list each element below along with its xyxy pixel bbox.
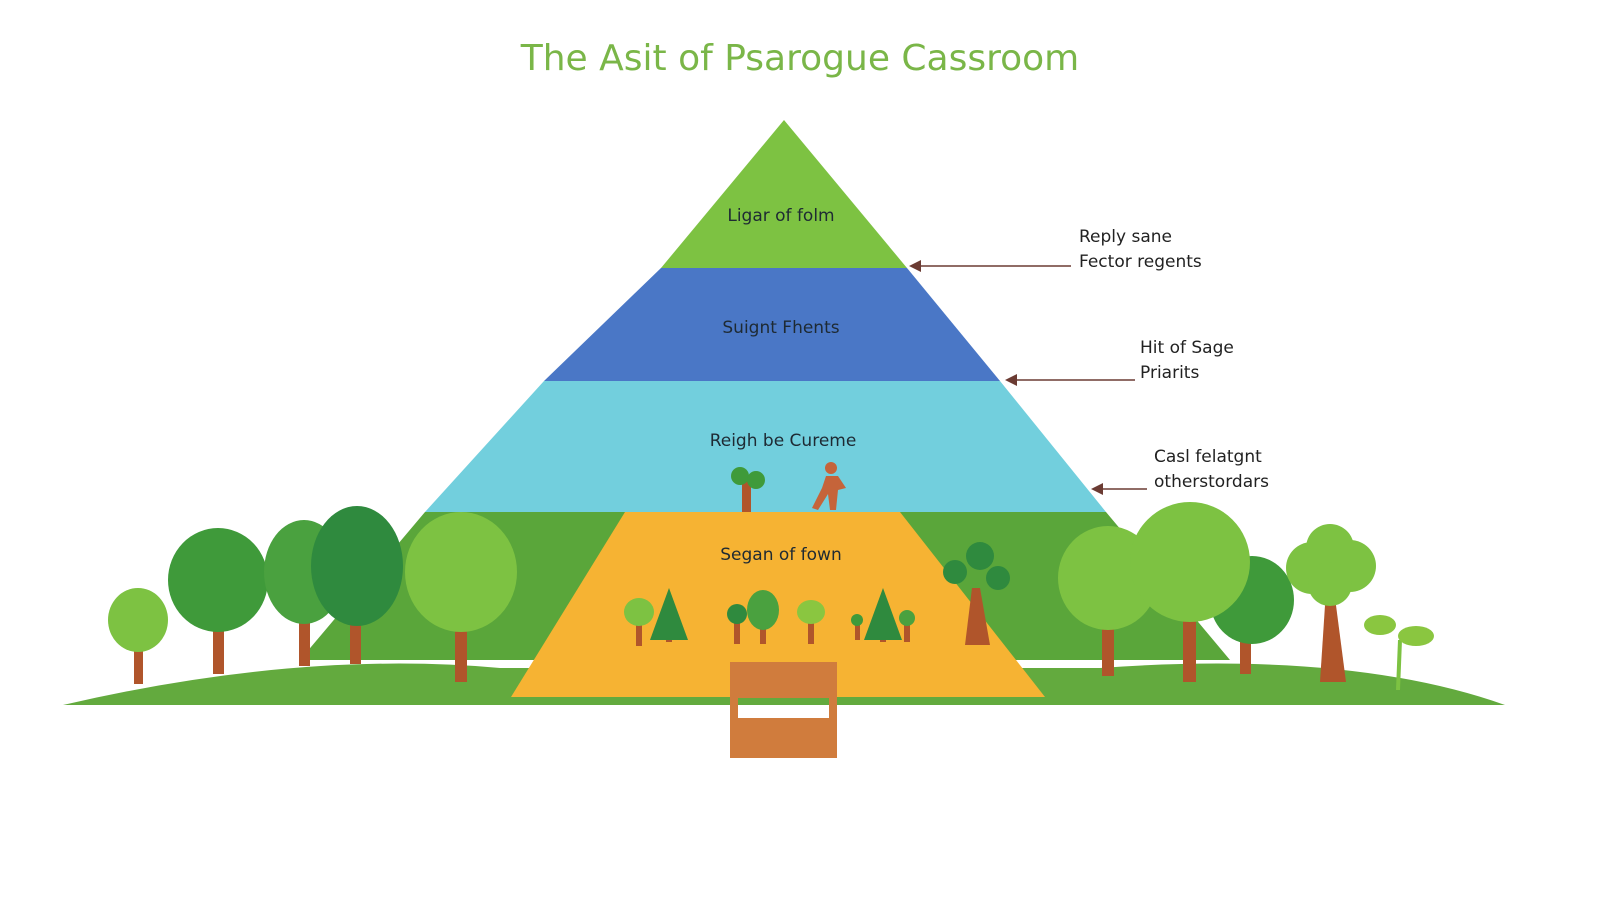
grove-trees-icon bbox=[624, 542, 1010, 646]
callout-1: Reply sane Fector regents bbox=[1079, 225, 1202, 275]
callout-3-line-2: otherstordars bbox=[1154, 472, 1269, 492]
callout-1-line-1: Reply sane bbox=[1079, 227, 1172, 247]
callout-3: Casl felatgnt otherstordars bbox=[1154, 445, 1269, 495]
callout-arrow-2 bbox=[1005, 374, 1135, 386]
left-trees-icon bbox=[108, 506, 517, 684]
small-tree-icon bbox=[731, 467, 765, 512]
callout-arrow-3 bbox=[1091, 483, 1147, 495]
tier-1-shape bbox=[661, 120, 907, 268]
tier-2-label: Suignt Fhents bbox=[722, 318, 840, 338]
callout-2-line-2: Priarits bbox=[1140, 363, 1200, 383]
tier-2-shape bbox=[544, 268, 1000, 381]
runner-figure-icon bbox=[812, 462, 846, 510]
callout-2-line-1: Hit of Sage bbox=[1140, 338, 1234, 358]
tier-1-label: Ligar of folm bbox=[727, 206, 835, 226]
diagram-title: The Asit of Psarogue Cassroom bbox=[520, 38, 1080, 79]
callout-1-line-2: Fector regents bbox=[1079, 252, 1202, 272]
callout-3-line-1: Casl felatgnt bbox=[1154, 447, 1262, 467]
tier-3-label: Reigh be Cureme bbox=[709, 431, 857, 451]
tier-3-shape bbox=[425, 381, 1106, 512]
bench-icon bbox=[730, 662, 837, 758]
right-trees-icon bbox=[1058, 502, 1434, 690]
callout-arrow-1 bbox=[909, 260, 1071, 272]
callout-2: Hit of Sage Priarits bbox=[1140, 336, 1234, 386]
tier-4-label: Segan of fown bbox=[720, 545, 842, 565]
